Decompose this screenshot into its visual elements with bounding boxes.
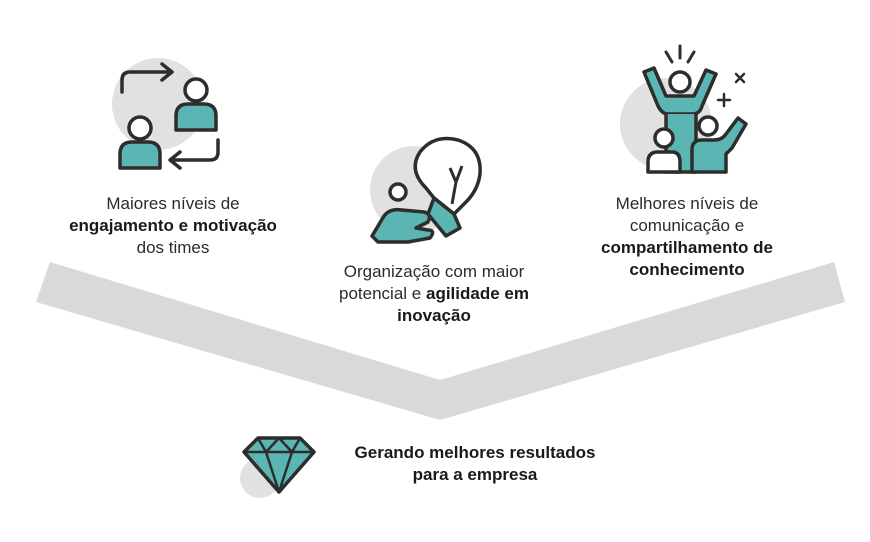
people-exchange-icon [112, 58, 220, 170]
caption-bold: compartilhamento de conhecimento [601, 238, 773, 279]
result-text: Gerando melhores resultados para a empre… [320, 442, 630, 486]
caption-bold: engajamento e motivação [69, 216, 277, 235]
caption-pre: Organização com maior potencial e [339, 262, 525, 303]
caption-inovacao: Organização com maior potencial e agilid… [318, 261, 550, 327]
caption-pre: Maiores níveis de [106, 194, 240, 213]
hand-lightbulb-icon [370, 136, 482, 244]
result-line-1: Gerando melhores resultados [354, 443, 596, 462]
caption-post: dos times [136, 238, 210, 257]
caption-comunicacao: Melhores níveis de comunicação e compart… [578, 193, 796, 281]
diamond-icon [240, 436, 316, 498]
caption-bold: agilidade em inovação [397, 284, 529, 325]
celebrating-people-icon [620, 44, 748, 174]
caption-engajamento: Maiores níveis de engajamento e motivaçã… [58, 193, 288, 259]
caption-pre: Melhores níveis de comunicação e [615, 194, 759, 235]
result-line-2: para a empresa [412, 465, 538, 484]
